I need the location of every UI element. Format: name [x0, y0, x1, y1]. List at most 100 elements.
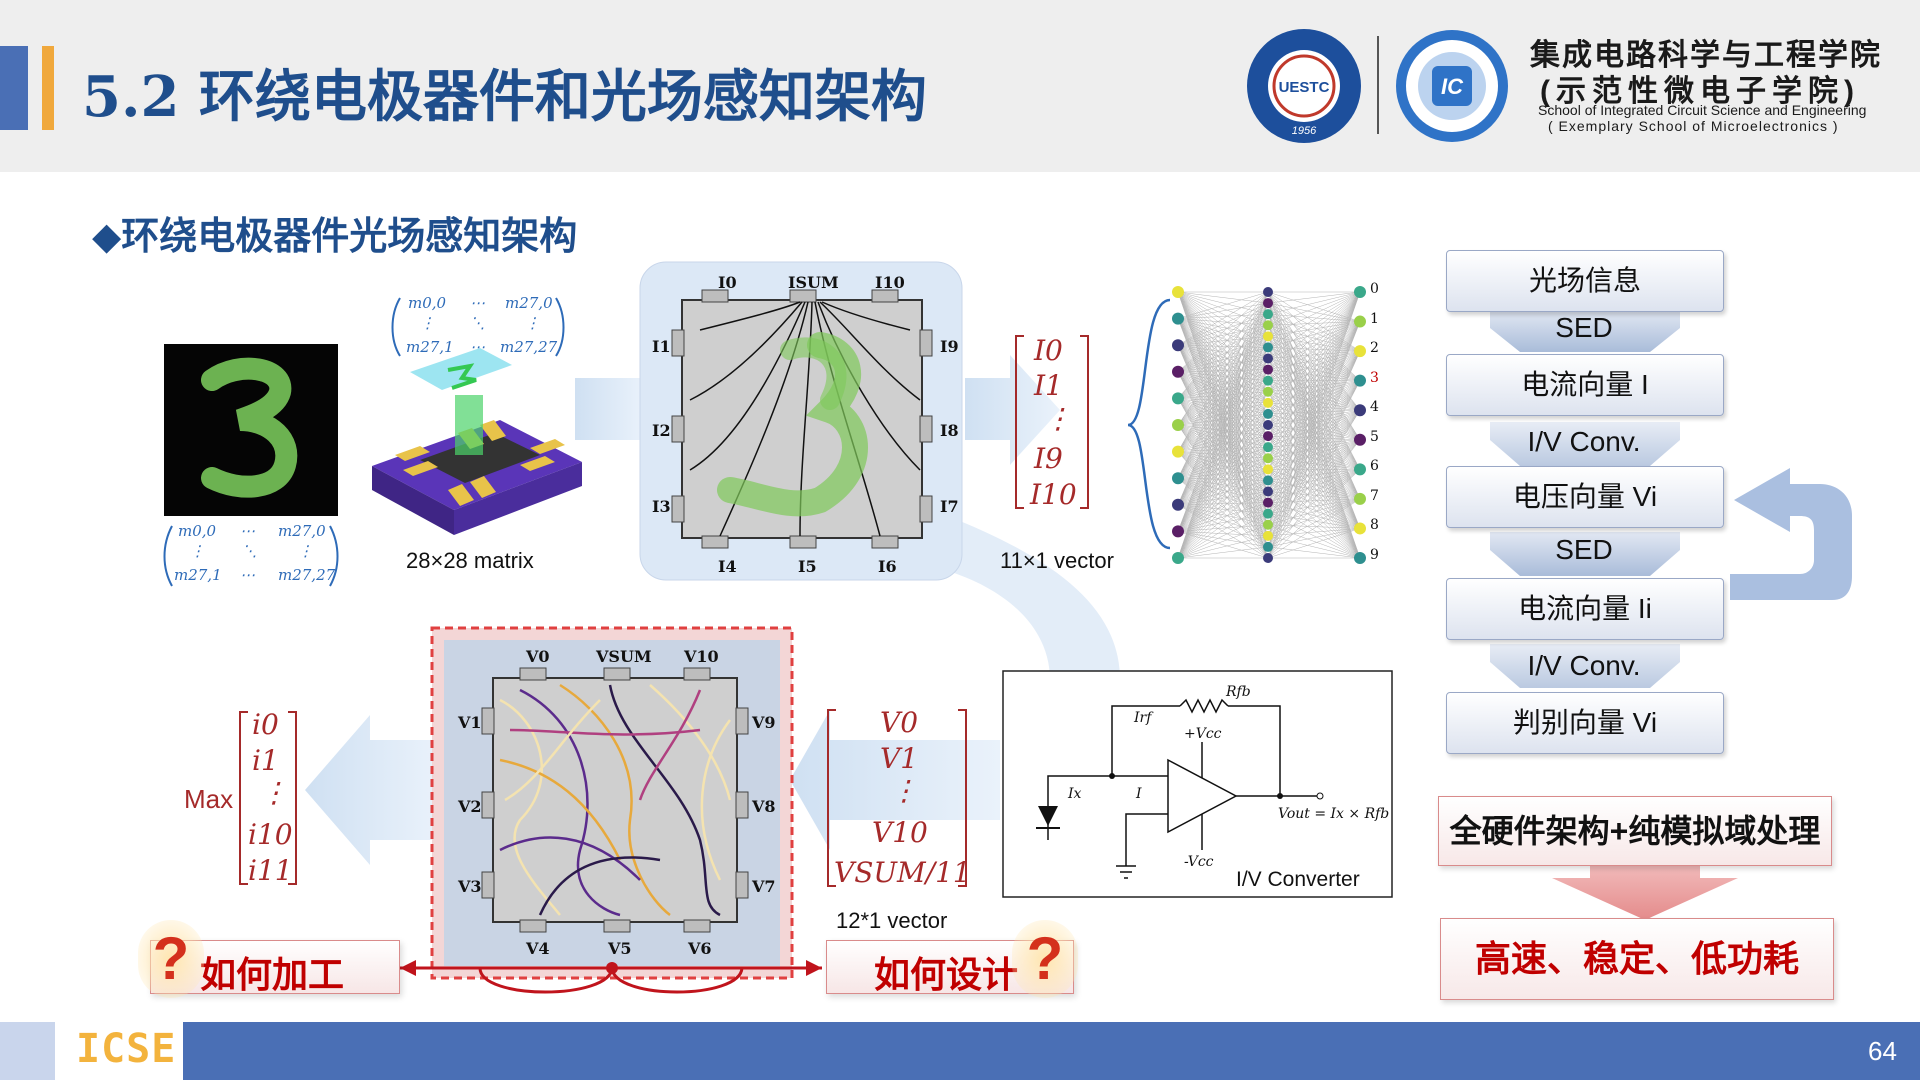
svg-text:I1: I1	[652, 337, 671, 356]
svg-text:I9: I9	[940, 337, 959, 356]
svg-text:⋯: ⋯	[240, 566, 255, 584]
svg-text:V5: V5	[607, 939, 632, 958]
nn-node	[1172, 525, 1184, 538]
svg-text:⋮: ⋮	[298, 542, 313, 560]
svg-text:V1: V1	[457, 713, 482, 732]
nn-node	[1263, 464, 1273, 475]
school-name-en-sub: ( Exemplary School of Microelectronics )	[1548, 118, 1839, 134]
current-vector: I0 I1 ⋮ I9 I10	[1015, 334, 1089, 511]
nn-node	[1263, 386, 1273, 397]
svg-text:⋱: ⋱	[470, 314, 485, 332]
nn-node	[1263, 442, 1273, 453]
nn-node	[1263, 508, 1273, 519]
neural-network	[1127, 286, 1366, 564]
svg-text:V2: V2	[457, 797, 482, 816]
svg-text:Irf: Irf	[1133, 710, 1154, 726]
svg-text:I10: I10	[1029, 478, 1077, 511]
nn-node	[1172, 552, 1184, 564]
nn-node	[1172, 286, 1184, 298]
nn-output-label: 6	[1370, 458, 1379, 475]
svg-text:V8: V8	[751, 797, 776, 816]
arrow-image-to-device	[575, 378, 645, 440]
svg-text:Ix: Ix	[1067, 786, 1082, 802]
svg-text:⋮: ⋮	[1044, 402, 1072, 435]
svg-text:V9: V9	[751, 713, 776, 732]
school-name-en: School of Integrated Circuit Science and…	[1538, 102, 1867, 118]
nn-output-label: 3	[1370, 369, 1379, 386]
nn-node	[1354, 404, 1366, 417]
svg-text:m27,27: m27,27	[278, 566, 336, 584]
svg-text:I7: I7	[940, 497, 959, 516]
nn-node	[1263, 420, 1273, 430]
svg-text:V4: V4	[525, 939, 550, 958]
svg-text:V7: V7	[751, 877, 776, 896]
nn-node	[1354, 492, 1366, 505]
nn-node	[1263, 331, 1273, 342]
svg-text:V10: V10	[872, 816, 928, 849]
svg-text:VSUM: VSUM	[595, 647, 652, 666]
nn-node	[1354, 315, 1366, 328]
nn-node	[1354, 286, 1366, 298]
nn-node	[1263, 475, 1273, 486]
footer-logo-area	[55, 1022, 183, 1080]
iv-converter-circuit: Rfb Irf +Vcc -Vcc Ix I Vout = Ix × Rfb I…	[1002, 670, 1393, 898]
nn-node	[1263, 519, 1273, 530]
nn-output-label: 1	[1370, 310, 1379, 327]
nn-node	[1263, 309, 1273, 320]
nn-node	[1172, 392, 1184, 405]
svg-text:I8: I8	[940, 421, 959, 440]
svg-text:i0: i0	[252, 708, 279, 741]
nn-node	[1263, 541, 1273, 552]
nn-node	[1172, 312, 1184, 325]
svg-text:I0: I0	[718, 273, 737, 292]
arrow-curve-to-converter	[945, 515, 1120, 680]
flow-step-light-field: 光场信息	[1446, 250, 1724, 312]
svg-text:I0: I0	[1033, 334, 1063, 367]
matrix-bottom: m0,0 ⋯ m27,0 ⋮⋱⋮ m27,1 ⋯ m27,27	[163, 522, 339, 587]
summary-box-performance: 高速、稳定、低功耗	[1440, 918, 1834, 1000]
feedback-loop-arrow	[1730, 468, 1852, 600]
flow-arrow-label-iv-2: I/V Conv.	[1527, 650, 1641, 681]
nn-node	[1263, 431, 1273, 442]
matrix-label: 28×28 matrix	[406, 548, 534, 573]
flow-step-current-vector: 电流向量 I	[1446, 354, 1724, 416]
nn-node	[1172, 472, 1184, 485]
vector12-label: 12*1 vector	[836, 908, 948, 933]
svg-text:UESTC: UESTC	[1279, 79, 1330, 96]
summary-performance-text: 高速、稳定、低功耗	[1474, 938, 1799, 979]
svg-text:I/V Converter: I/V Converter	[1236, 868, 1360, 891]
svg-text:V0: V0	[525, 647, 550, 666]
svg-text:V6: V6	[687, 939, 712, 958]
page-number: 64	[1868, 1036, 1897, 1066]
svg-text:I1: I1	[1033, 369, 1063, 402]
nn-node	[1354, 463, 1366, 476]
nn-node	[1263, 453, 1273, 464]
nn-node	[1263, 397, 1273, 408]
nn-node	[1263, 320, 1273, 331]
svg-text:m27,1: m27,1	[406, 338, 454, 356]
svg-text:⋯: ⋯	[470, 294, 485, 312]
voltage-vector: V0 V1 ⋮ V10 VSUM/11	[827, 706, 971, 889]
svg-text:I9: I9	[1033, 442, 1063, 475]
header-accent-orange	[42, 46, 54, 130]
how-to-fabricate-text: 如何加工	[200, 954, 345, 995]
svg-text:⋮: ⋮	[260, 776, 288, 809]
svg-text:⋮: ⋮	[420, 314, 435, 332]
summary-box-hardware: 全硬件架构+纯模拟域处理	[1438, 796, 1832, 866]
svg-text:i1: i1	[252, 744, 279, 777]
nn-output-label: 5	[1370, 428, 1379, 445]
nn-node	[1263, 530, 1273, 541]
voltage-port-labels: V0 VSUM V10 V1 V9 V2 V8 V3 V7 V4 V5 V6	[457, 647, 776, 958]
nn-node	[1263, 342, 1273, 353]
svg-text:IC: IC	[1441, 74, 1464, 99]
logo-divider	[1377, 36, 1379, 134]
arrow-device-to-output	[305, 715, 440, 865]
flow-arrow-label-sed-2: SED	[1555, 534, 1613, 565]
nn-output-label: 7	[1370, 487, 1379, 504]
nn-node	[1263, 486, 1273, 497]
header-band	[0, 0, 1920, 172]
nn-output-label: 4	[1370, 399, 1379, 416]
svg-text:I3: I3	[652, 497, 671, 516]
svg-text:⋮: ⋮	[890, 774, 918, 807]
flow-arrow-label-iv: I/V Conv.	[1527, 426, 1641, 457]
